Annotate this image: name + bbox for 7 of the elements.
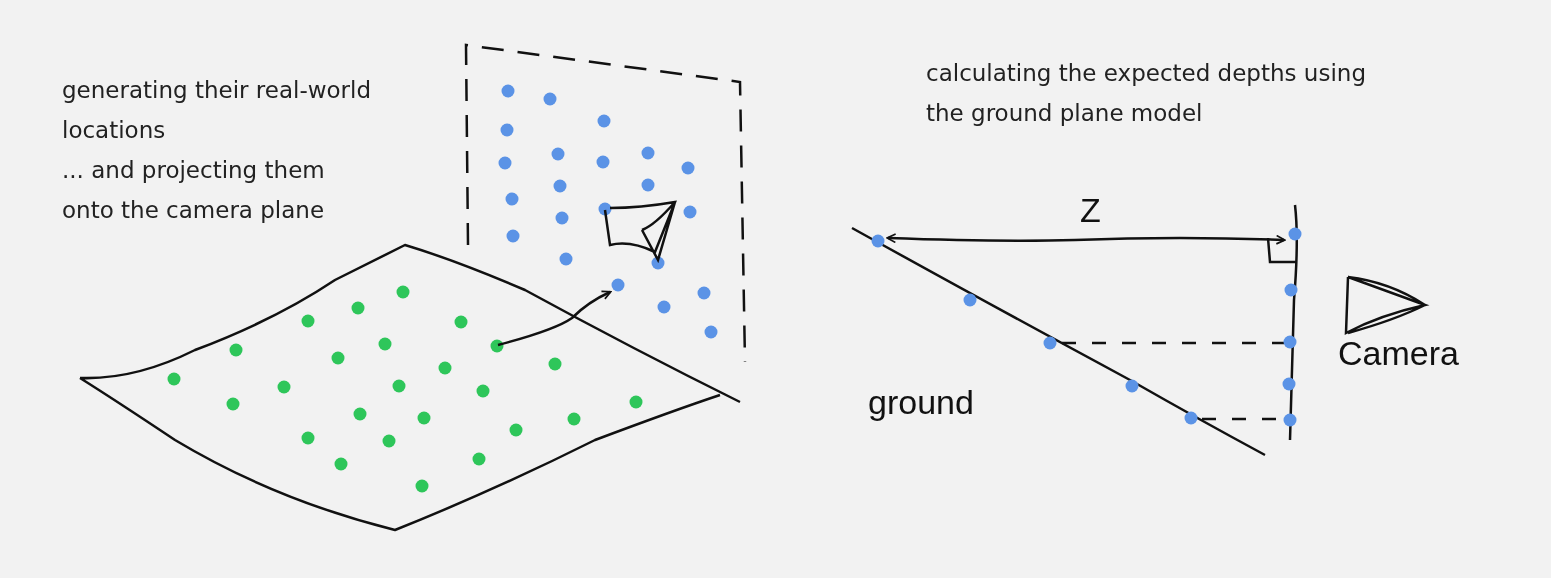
- ground-label: ground: [868, 382, 975, 422]
- caption-text: calculating the expected depths using the ground plane model: [926, 59, 1366, 128]
- dimension-label: Z: [1080, 190, 1102, 230]
- caption-text: generating their real-world locations: [62, 76, 373, 145]
- caption-text: ... and projecting them onto the camera plane: [62, 156, 326, 225]
- camera-label: Camera: [1338, 333, 1460, 373]
- arrow: [497, 290, 612, 347]
